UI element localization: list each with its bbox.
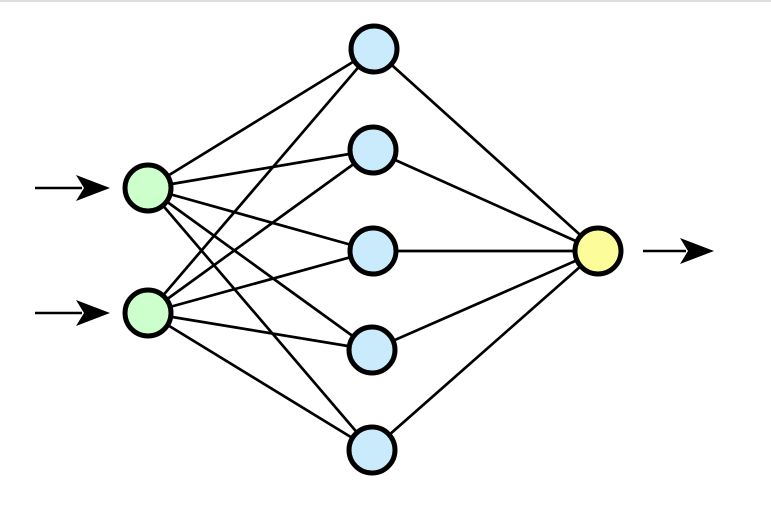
input-layer-node-i1 [122, 162, 174, 214]
output-layer-node-o1 [572, 225, 624, 277]
edge-i1-h4 [147, 186, 373, 352]
input-layer-node-i2 [122, 287, 174, 339]
edge-i2-h5 [147, 311, 373, 452]
edge-i2-h3 [147, 249, 374, 315]
edge-h4-o1 [371, 249, 599, 352]
hidden-layer-node-h2 [347, 124, 399, 176]
edge-h5-o1 [371, 249, 599, 452]
edge-i1-h1 [147, 47, 375, 190]
edge-i2-h4 [147, 311, 373, 352]
top-border-line [0, 0, 771, 2]
edge-i1-h2 [147, 148, 374, 190]
hidden-layer-node-h3 [347, 225, 399, 277]
edge-h1-o1 [373, 47, 599, 253]
output-arrow-head [680, 238, 714, 264]
hidden-layer-node-h4 [346, 324, 398, 376]
edge-i1-h5 [146, 187, 374, 451]
input-arrow-2-head [76, 300, 110, 326]
edge-h2-o1 [372, 148, 599, 253]
edge-i2-h2 [147, 148, 374, 315]
input-arrow-1-head [76, 175, 110, 201]
hidden-layer-node-h1 [348, 23, 400, 75]
hidden-layer-node-h5 [346, 424, 398, 476]
edge-i1-h3 [147, 186, 374, 253]
edge-i2-h1 [146, 48, 376, 314]
